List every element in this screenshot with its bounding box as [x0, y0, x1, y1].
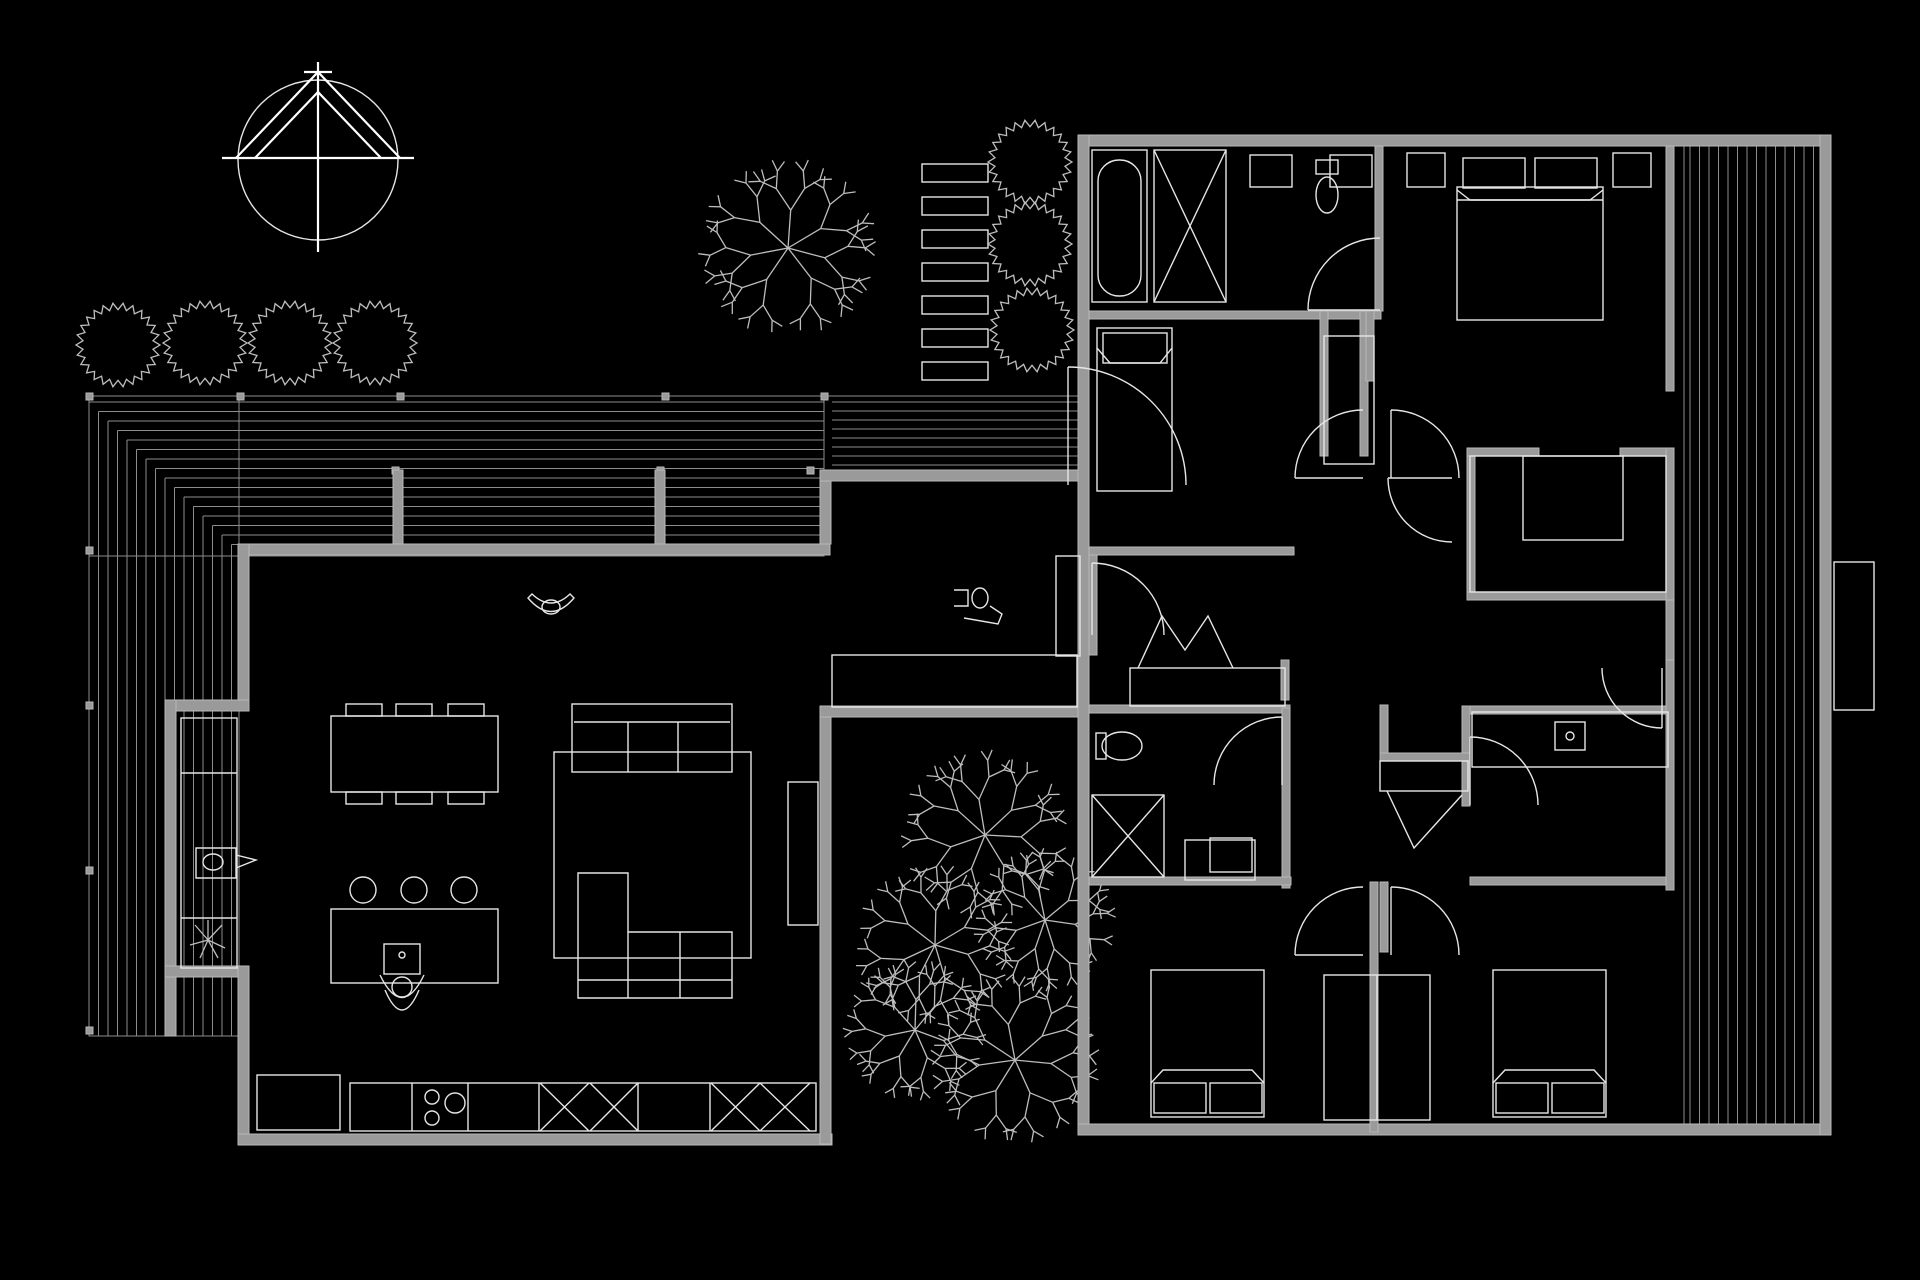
- door-swing-icon: [1390, 409, 1460, 479]
- sink-icon: [383, 943, 421, 975]
- door-swing-icon: [1307, 237, 1381, 311]
- door-swing-icon: [1213, 716, 1283, 786]
- shrub-icon: [986, 119, 1074, 205]
- kitchen-island: [330, 876, 499, 984]
- nightstand: [1406, 152, 1446, 188]
- tree-icon: [698, 159, 876, 333]
- door-swing-icon: [1601, 667, 1663, 729]
- person-icon: [379, 974, 425, 1011]
- laundry-cabinet: [1129, 667, 1286, 707]
- shrub-icon: [161, 300, 249, 386]
- bed-icon: [1456, 157, 1604, 321]
- shrub-icon: [988, 287, 1076, 373]
- toilet-icon: [1315, 159, 1339, 214]
- plant-icon: [189, 920, 226, 959]
- shrub-icon: [331, 300, 419, 386]
- stepping-stones-icon: [921, 163, 989, 381]
- shrub-icon: [986, 201, 1074, 287]
- compass-icon: [222, 62, 414, 252]
- bay-window: [1833, 561, 1875, 711]
- linen-cupboard: [1379, 760, 1469, 792]
- cooktop-icon: [424, 1089, 466, 1126]
- door-swing-icon: [1387, 477, 1453, 543]
- trees: [698, 159, 1116, 1143]
- nightstand: [1612, 152, 1652, 188]
- tv-unit: [787, 781, 819, 926]
- bed-icon: [1096, 327, 1173, 492]
- kitchen-bench: [256, 1074, 817, 1132]
- walls-bedroom-wing: [1077, 134, 1832, 1136]
- sofa-icon: [553, 703, 752, 999]
- bed-icon: [1150, 969, 1265, 1118]
- tree-icon: [900, 749, 1067, 919]
- bed-icon: [1492, 969, 1607, 1118]
- wardrobe: [1323, 335, 1375, 465]
- person-icon: [195, 847, 259, 879]
- shrub-column: [986, 119, 1076, 373]
- shower-icon: [1091, 794, 1165, 878]
- shrub-icon: [246, 300, 334, 386]
- tree-icon: [855, 865, 1015, 1026]
- toilet-icon: [1095, 731, 1143, 761]
- shrub-row: [74, 300, 419, 388]
- vanity: [1329, 154, 1373, 188]
- pantry-cabinet: [180, 717, 238, 969]
- bathtub-icon: [1091, 149, 1148, 303]
- porch-step: [831, 654, 1078, 708]
- door-swing-icon: [1390, 886, 1460, 956]
- door-swing-icon: [1091, 562, 1165, 636]
- door-swing-icon: [1067, 366, 1187, 486]
- walk-in-wardrobe: [1469, 455, 1667, 593]
- vanity: [1249, 154, 1293, 188]
- tree-icon: [842, 959, 987, 1101]
- laundry-bench: [1471, 711, 1669, 768]
- tree-icon: [973, 848, 1116, 992]
- shower-icon: [1153, 149, 1227, 303]
- sink-icon: [1184, 837, 1256, 881]
- person-icon: [954, 587, 1003, 625]
- door-swing-icon: [1067, 237, 1663, 956]
- person-icon: [527, 593, 575, 615]
- door-swing-icon: [1294, 409, 1364, 479]
- door-swing-icon: [1469, 736, 1539, 806]
- shrub-icon: [74, 302, 162, 388]
- walls-living-wing: [164, 469, 1083, 1146]
- entry-screen: [1055, 555, 1081, 657]
- dining-table-icon: [330, 703, 499, 805]
- sink-icon: [1554, 721, 1586, 751]
- door-swing-icon: [1294, 886, 1364, 956]
